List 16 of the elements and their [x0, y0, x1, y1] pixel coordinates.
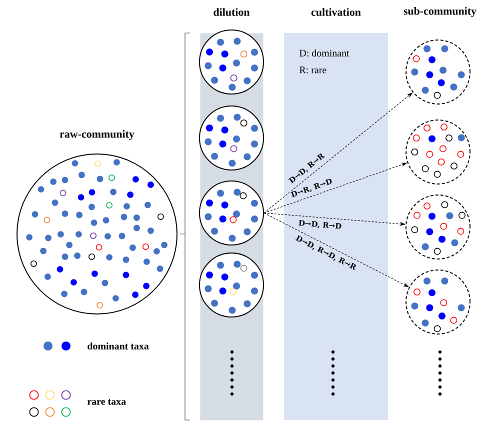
community-circle [406, 120, 470, 184]
community-circle [406, 270, 470, 334]
legend-label: dominant taxa [88, 342, 149, 350]
node-label: dilution [214, 8, 250, 16]
node-label: raw-community [60, 130, 134, 140]
community-circle [199, 106, 264, 170]
community-circle [199, 252, 264, 318]
column-heading: sub-community [404, 7, 476, 17]
legend-label: rare taxa [87, 399, 126, 405]
community-circle [406, 40, 470, 104]
community-circle [199, 180, 264, 246]
note: R: rare [299, 66, 326, 74]
community-circle [199, 30, 264, 94]
column-heading: cultivation [311, 8, 361, 16]
note: D: dominant [299, 49, 350, 57]
community-circle [406, 194, 470, 260]
